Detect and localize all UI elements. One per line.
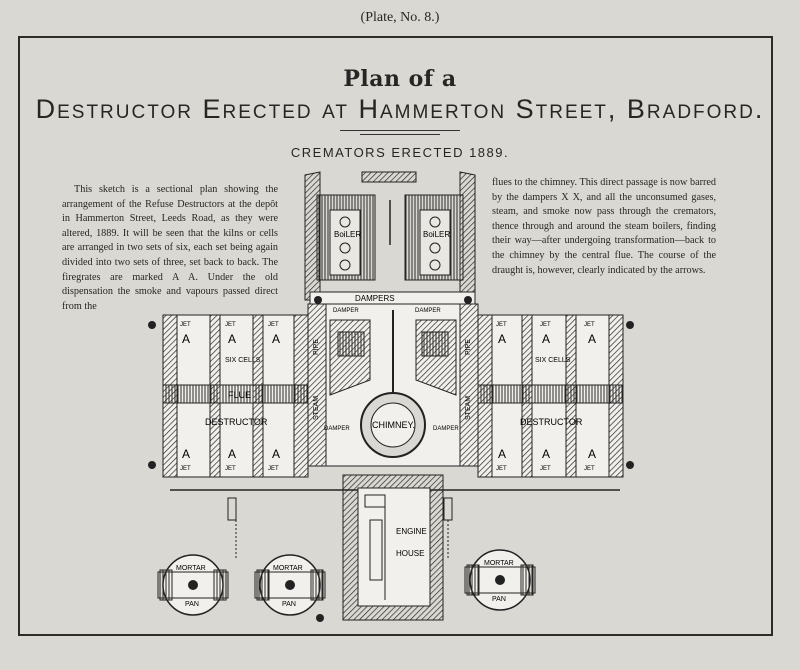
destructor-label-right: DESTRUCTOR [520,417,583,427]
boiler-right-label: BoiLER [423,230,450,239]
damper-knob-left [314,296,322,304]
jet-label-l6: JET [268,466,279,472]
jet-label-r2: JET [540,322,551,328]
jet-label-r4: JET [496,466,507,472]
chimney-label: CHIMNEY. [372,420,415,430]
grate-a-r2: A [542,332,550,346]
grate-a-l4: A [182,447,190,461]
title-rule [340,130,460,131]
damper-label-top-left: DAMPER [333,308,359,314]
title-small: Plan of a [343,66,457,92]
jet-label-l4: JET [180,466,191,472]
pan-label-middle: PAN [282,601,296,608]
flue-label-left: FLUE [228,390,251,400]
grate-a-l5: A [228,447,236,461]
boiler-left: BoiLER [304,171,389,301]
dampers-label: DAMPERS [355,294,395,303]
chimney [370,402,416,448]
grate-a-r3: A [588,332,596,346]
grate-a-l3: A [272,332,280,346]
six-cells-label-left: SIX CELLS [225,357,261,364]
steam-label-left: STEAM [313,396,320,420]
damper-label-bottom-left: DAMPER [324,426,350,432]
title-rule-short [360,134,440,135]
boiler-right: BoiLER [391,171,476,301]
description-left: This sketch is a sectional plan showing … [62,184,278,312]
mortar-label-middle: MORTAR [273,565,303,572]
jet-label-r1: JET [496,322,507,328]
description-right: flues to the chimney. This direct passag… [492,177,716,276]
mortar-pan-right: MORTAR PAN [464,549,536,611]
jet-label-l5: JET [225,466,236,472]
grate-a-l1: A [182,332,190,346]
mortar-pan-left: MORTAR PAN [157,554,229,616]
six-cells-label-right: SIX CELLS [535,357,571,364]
jet-label-r3: JET [584,322,595,328]
pan-label-right: PAN [492,596,506,603]
plate-frame [18,36,773,636]
page-title: Destructor Erected at Hammerton Street, … [35,94,765,124]
damper-label-bottom-right: DAMPER [433,426,459,432]
grate-a-r1: A [498,332,506,346]
pan-label-left: PAN [185,601,199,608]
top-flue-cap [361,171,417,183]
house-label: HOUSE [396,549,424,558]
damper-label-top-right: DAMPER [415,308,441,314]
boiler-left-label: BoiLER [334,230,361,239]
pipe-label-right: PIPE [465,339,472,355]
steam-label-right: STEAM [465,396,472,420]
grate-a-l6: A [272,447,280,461]
destructor-label-left: DESTRUCTOR [205,417,268,427]
mortar-pan-middle: MORTAR PAN [254,554,326,616]
jet-label-r5: JET [540,466,551,472]
destructor-right: JET JET JET A A A SIX CELLS DESTRUCTOR A… [477,314,634,478]
mortar-label-left: MORTAR [176,565,206,572]
grate-a-r6: A [588,447,596,461]
jet-label-l1: JET [180,322,191,328]
jet-label-l2: JET [225,322,236,328]
subtitle: CREMATORS ERECTED 1889. [290,145,510,160]
destructor-left: JET JET JET A A A SIX CELLS FLUE DESTRUC… [148,314,309,478]
engine-house: ENGINE HOUSE [316,474,444,622]
pipe-label-left: PIPE [313,339,320,355]
central-flue-block: PIPE PIPE STEAM STEAM DAMPER DAMPER CHIM… [307,303,479,467]
damper-knob-right [464,296,472,304]
jet-label-r6: JET [584,466,595,472]
grate-a-l2: A [228,332,236,346]
grate-a-r4: A [498,447,506,461]
grate-a-r5: A [542,447,550,461]
plate-number: (Plate, No. 8.) [360,10,440,25]
mortar-label-right: MORTAR [484,560,514,567]
jet-label-l3: JET [268,322,279,328]
engine-label: ENGINE [396,527,427,536]
